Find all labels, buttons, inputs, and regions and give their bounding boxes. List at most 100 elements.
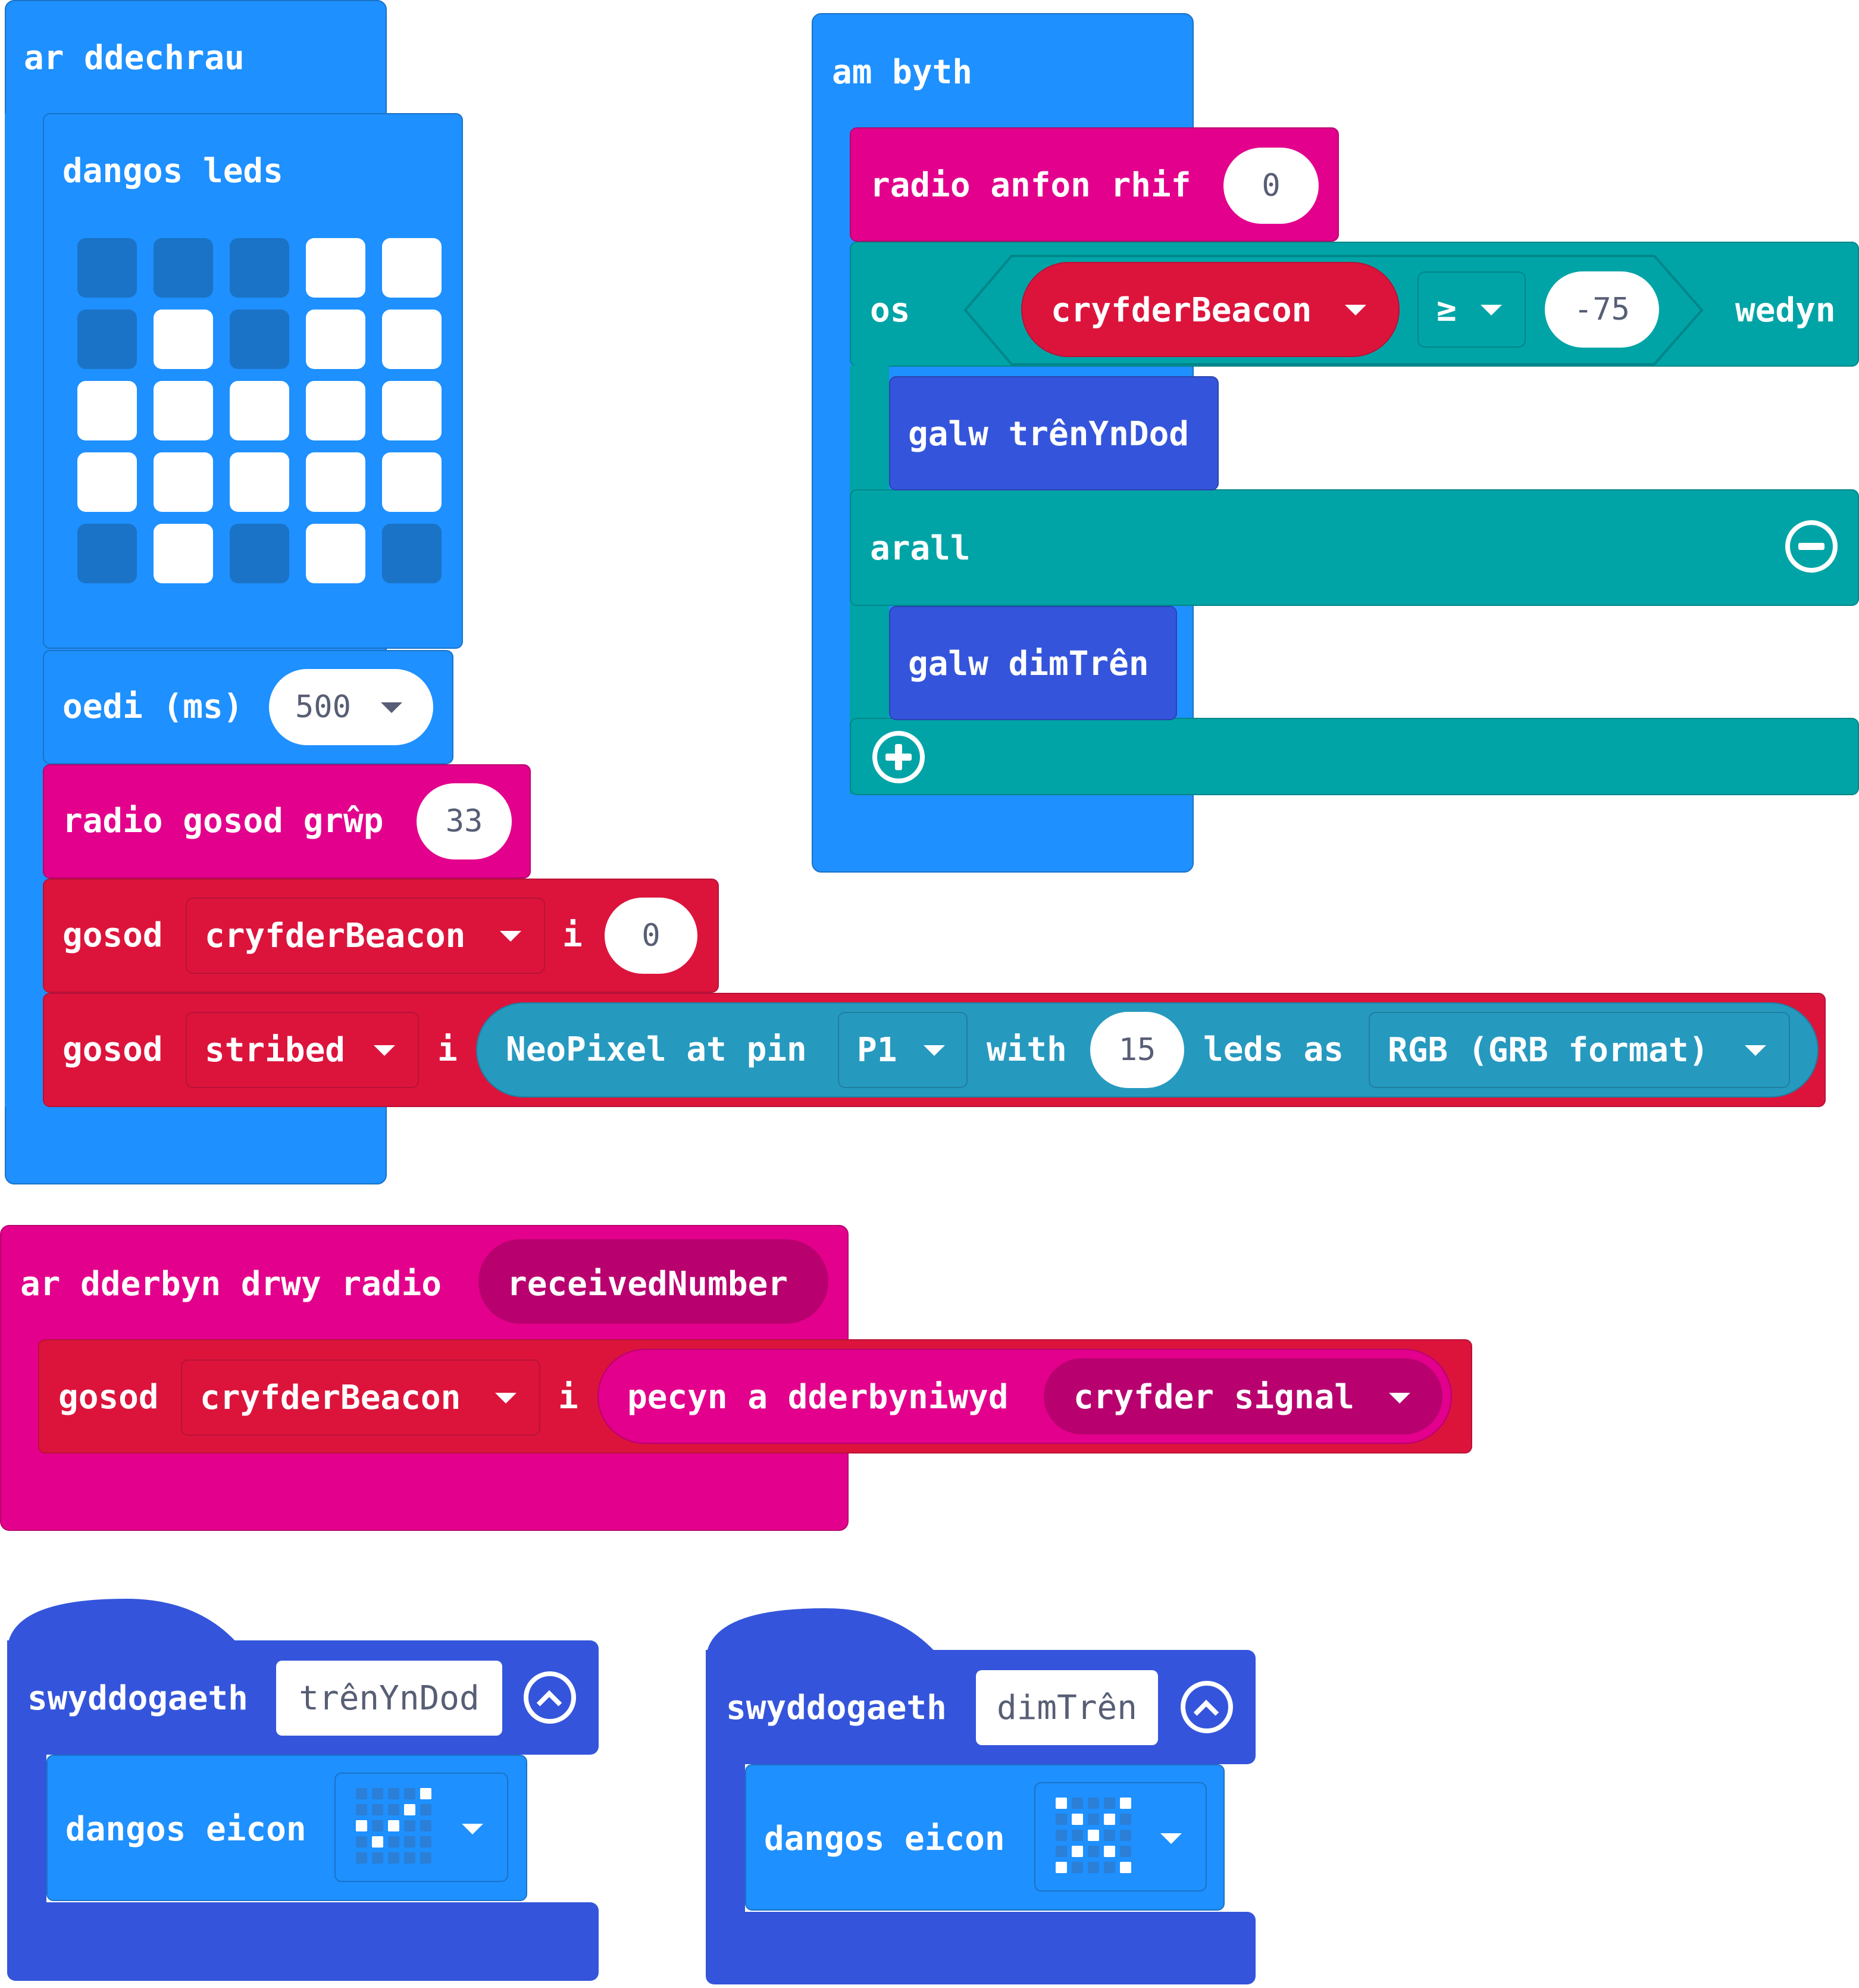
function-name: trênYnDod (299, 1678, 480, 1718)
icon-pixel (1120, 1862, 1131, 1873)
function-name-input[interactable]: trênYnDod (276, 1661, 502, 1736)
to-label: i (437, 1030, 458, 1069)
led-cell[interactable] (230, 381, 289, 440)
led-cell[interactable] (230, 524, 289, 583)
function-spine (7, 1753, 46, 1902)
led-cell[interactable] (382, 238, 442, 298)
chevron-down-icon (381, 702, 402, 713)
led-cell[interactable] (306, 524, 365, 583)
remove-else-icon[interactable] (1785, 520, 1838, 573)
icon-pixel (372, 1852, 383, 1864)
led-cell[interactable] (230, 238, 289, 298)
icon-pixel (1056, 1830, 1067, 1841)
led-cell[interactable] (306, 310, 365, 369)
radio-group-input[interactable]: 33 (417, 783, 512, 859)
led-cell[interactable] (382, 310, 442, 369)
led-cell[interactable] (154, 310, 213, 369)
led-cell[interactable] (382, 524, 442, 583)
icon-pixel (1088, 1798, 1099, 1809)
icon-pixel (372, 1820, 383, 1831)
call-no-train-block[interactable] (889, 606, 1177, 720)
led-cell[interactable] (77, 524, 137, 583)
icon-pixel (1120, 1846, 1131, 1857)
function-hat-cap (706, 1608, 944, 1662)
led-cell[interactable] (154, 381, 213, 440)
led-cell[interactable] (154, 238, 213, 298)
add-else-if-icon[interactable] (872, 731, 925, 783)
icon-pixel (404, 1788, 415, 1799)
led-cell[interactable] (230, 452, 289, 512)
led-cell[interactable] (306, 452, 365, 512)
led-cell[interactable] (382, 381, 442, 440)
pause-label: oedi (ms) (62, 687, 243, 726)
threshold-input[interactable]: -75 (1545, 271, 1659, 348)
chevron-down-icon (1481, 305, 1502, 315)
call-train-coming-block[interactable] (889, 376, 1219, 490)
function-hat-cap (7, 1599, 245, 1652)
icon-pixel (1072, 1830, 1083, 1841)
function-name-input[interactable]: dimTrên (976, 1670, 1158, 1745)
led-cell[interactable] (77, 238, 137, 298)
pause-value: 500 (295, 689, 351, 725)
variable-name: stribed (205, 1030, 346, 1070)
variable-name: cryfderBeacon (200, 1378, 461, 1417)
icon-pixel (1072, 1846, 1083, 1857)
function-footer (7, 1902, 599, 1981)
icon-pixel (404, 1836, 415, 1848)
packet-property-dropdown[interactable] (1044, 1358, 1442, 1434)
function-footer (706, 1912, 1256, 1984)
icon-pixel (356, 1788, 367, 1799)
icon-pixel (1088, 1830, 1099, 1841)
icon-pixel (1088, 1862, 1099, 1873)
show-icon-label: dangos eicon (764, 1820, 1005, 1858)
variable-reporter-beacon[interactable] (1021, 262, 1400, 357)
icon-pixel (1056, 1862, 1067, 1873)
radio-send-label: radio anfon rhif (870, 166, 1191, 205)
led-cell[interactable] (230, 310, 289, 369)
icon-pixel (388, 1788, 399, 1799)
pause-value-dropdown[interactable]: 500 (269, 669, 433, 745)
collapse-up-icon[interactable] (524, 1671, 576, 1724)
mode-dropdown[interactable]: RGB (GRB format) (1369, 1012, 1790, 1088)
pin-dropdown[interactable]: P1 (838, 1012, 968, 1088)
icon-pixel (1072, 1862, 1083, 1873)
icon-pixel (1056, 1798, 1067, 1809)
led-cell[interactable] (306, 238, 365, 298)
icon-pixel (356, 1836, 367, 1848)
received-packet-text: pecyn a dderbyniwyd (627, 1378, 1009, 1417)
operator-dropdown[interactable]: ≥ (1417, 271, 1526, 348)
radio-send-input[interactable]: 0 (1223, 148, 1319, 224)
icon-pixel (420, 1804, 431, 1815)
received-number-param[interactable] (478, 1239, 828, 1324)
icon-pixel (388, 1852, 399, 1864)
chevron-down-icon (495, 1393, 517, 1404)
icon-pixel (404, 1820, 415, 1831)
icon-pixel (420, 1836, 431, 1848)
operator-value: ≥ (1436, 290, 1457, 329)
function-spine (706, 1763, 745, 1912)
collapse-up-icon[interactable] (1181, 1681, 1233, 1733)
led-cell[interactable] (154, 524, 213, 583)
variable-dropdown-beacon[interactable]: cryfderBeacon (186, 898, 545, 974)
led-cell[interactable] (306, 381, 365, 440)
else-row (850, 489, 1859, 606)
variable-dropdown-beacon-received[interactable]: cryfderBeacon (181, 1359, 540, 1436)
chevron-down-icon (462, 1824, 483, 1834)
beacon-value-input[interactable]: 0 (605, 898, 697, 974)
led-cell[interactable] (77, 452, 137, 512)
chevron-down-icon (924, 1045, 945, 1056)
call-no-train-label: galw dimTrên (908, 645, 1149, 683)
icon-pixel (1104, 1830, 1115, 1841)
icon-pixel (1104, 1862, 1115, 1873)
led-count-input[interactable]: 15 (1090, 1012, 1184, 1088)
led-cell[interactable] (154, 452, 213, 512)
pin-value: P1 (857, 1030, 897, 1070)
led-cell[interactable] (77, 381, 137, 440)
call-train-coming-label: galw trênYnDod (908, 415, 1190, 454)
function-name: dimTrên (996, 1688, 1137, 1727)
threshold-value: -75 (1574, 292, 1630, 327)
led-cell[interactable] (382, 452, 442, 512)
led-cell[interactable] (77, 310, 137, 369)
icon-pixel (372, 1804, 383, 1815)
icon-pixel (1120, 1830, 1131, 1841)
